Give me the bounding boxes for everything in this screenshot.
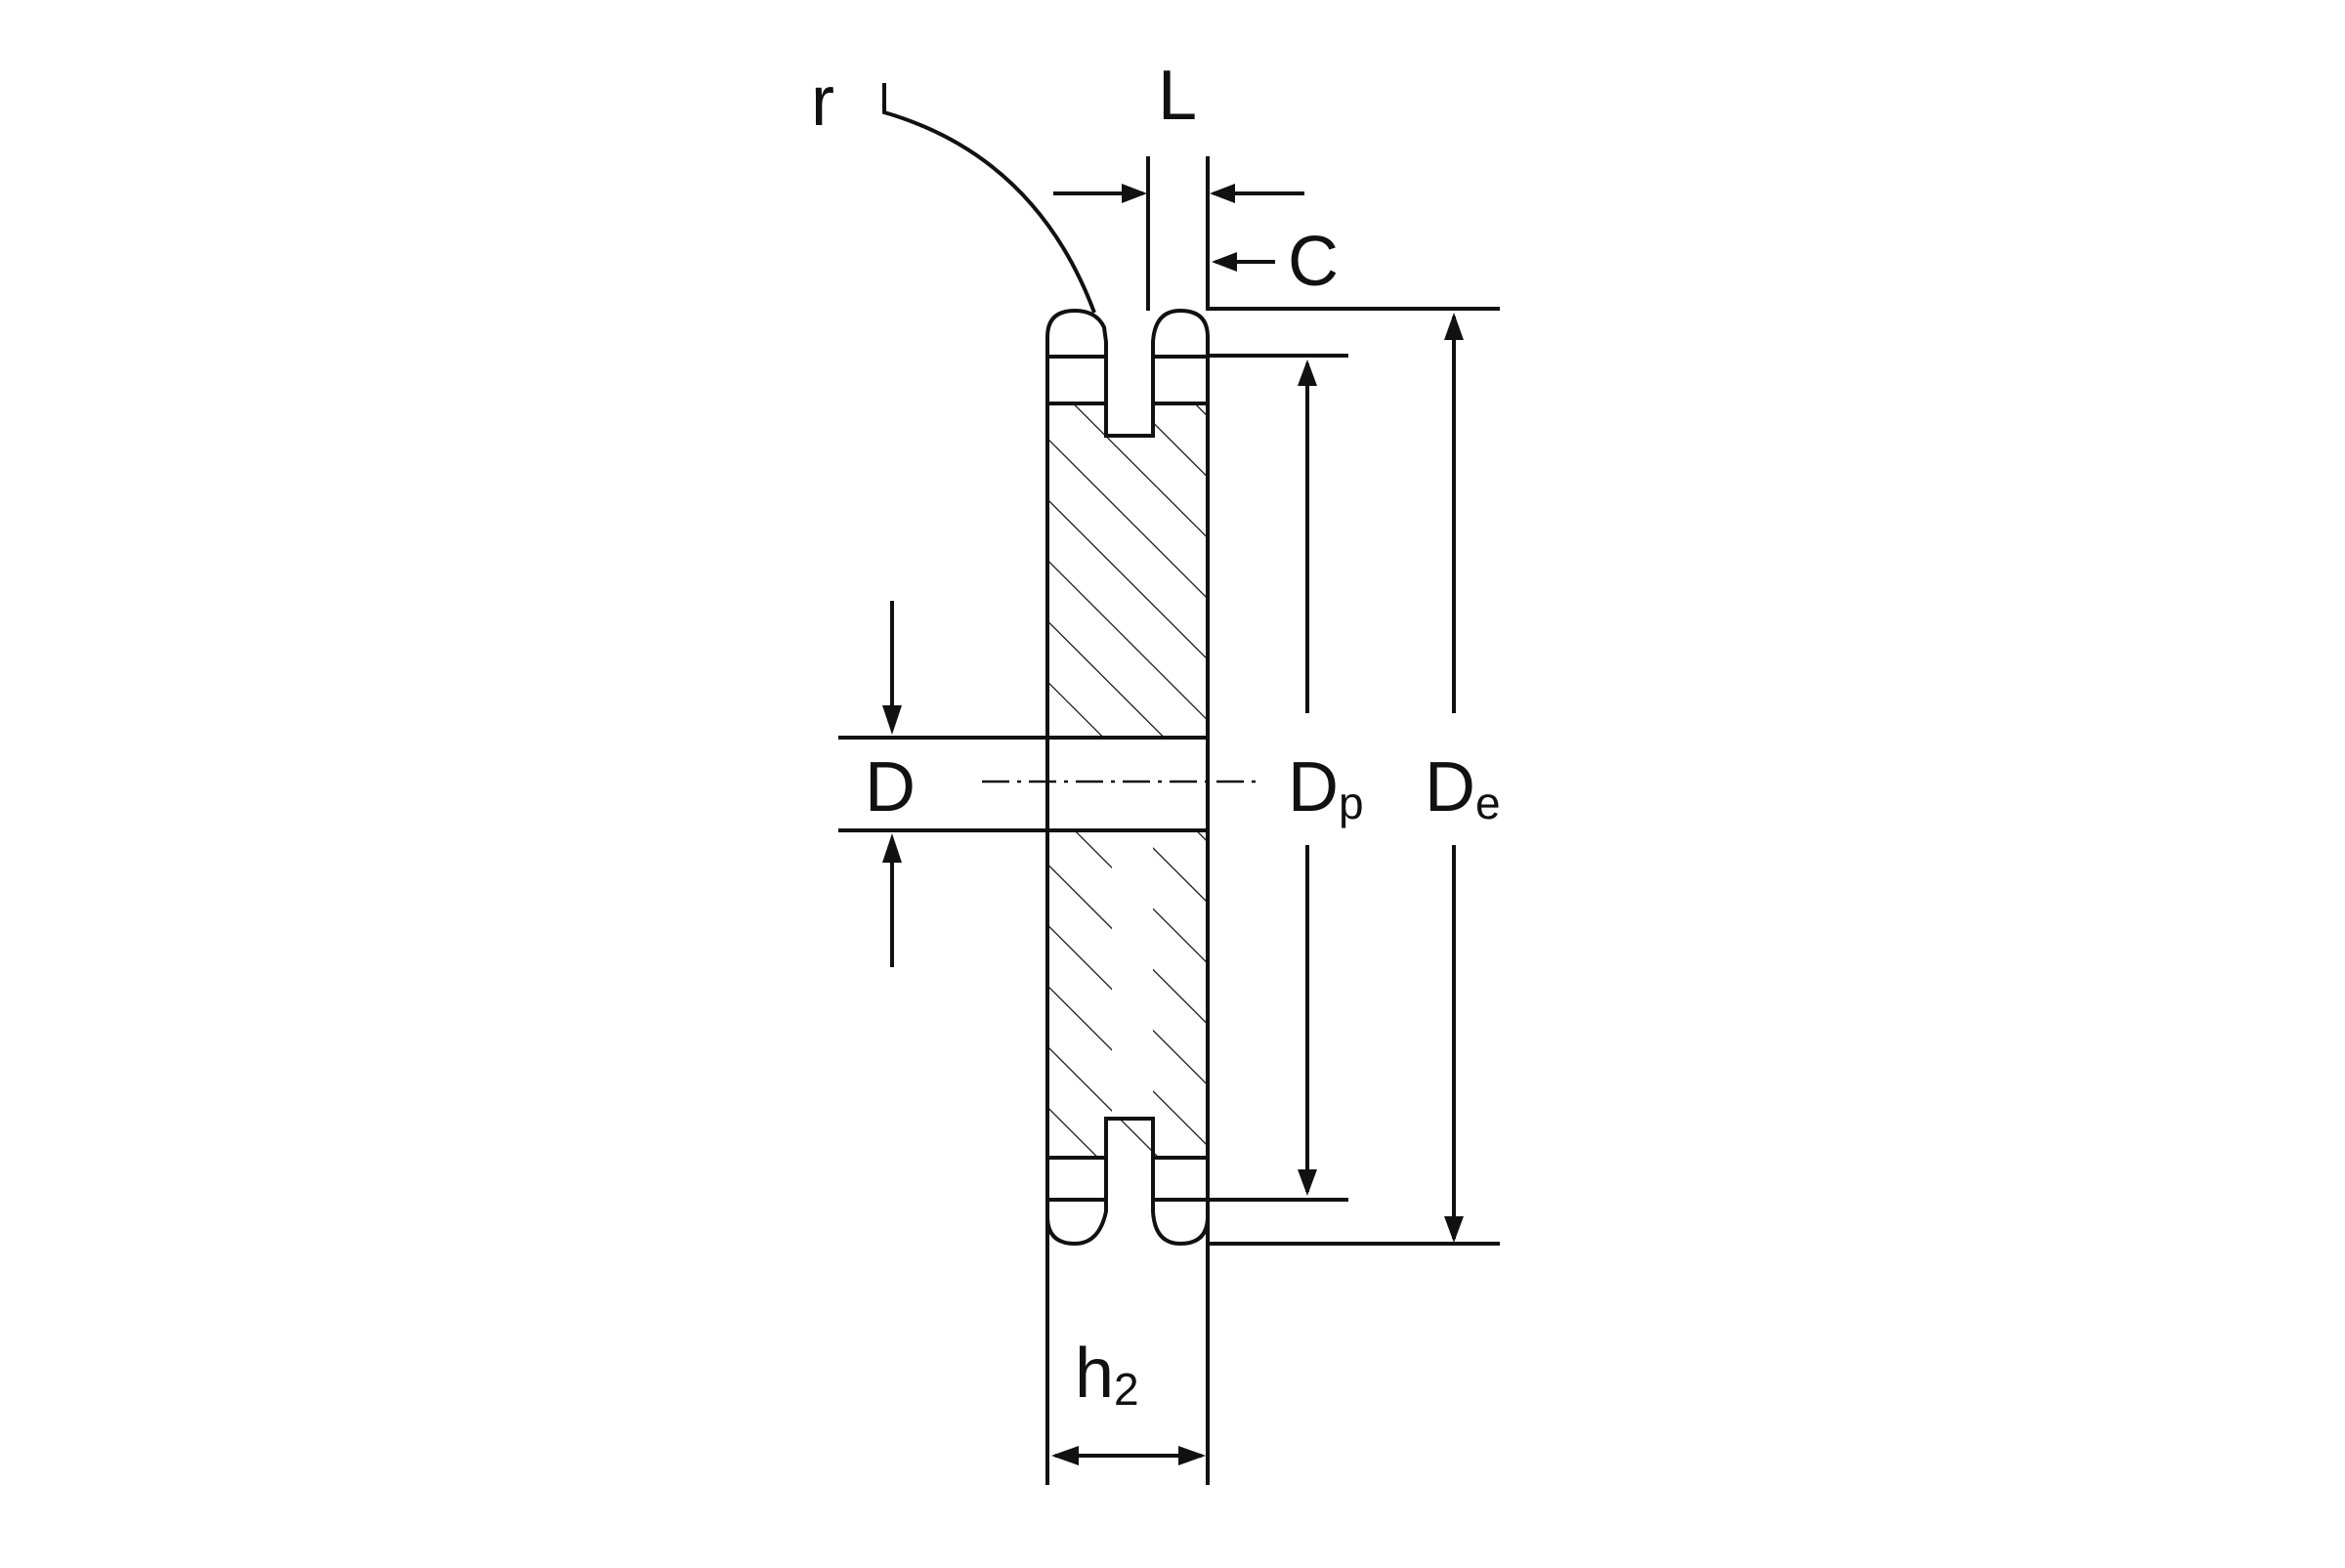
label-r: r	[811, 63, 834, 141]
upper-body-hatch	[1047, 403, 1208, 738]
label-h2: h2	[1075, 1335, 1139, 1415]
label-de: De	[1425, 748, 1501, 828]
r-leader	[882, 83, 1096, 314]
bore	[1045, 736, 1210, 832]
lower-body-hatch	[1047, 830, 1208, 1158]
label-l: L	[1158, 57, 1197, 135]
label-d: D	[865, 748, 916, 826]
label-dp: Dp	[1288, 748, 1364, 828]
label-c: C	[1288, 223, 1339, 301]
